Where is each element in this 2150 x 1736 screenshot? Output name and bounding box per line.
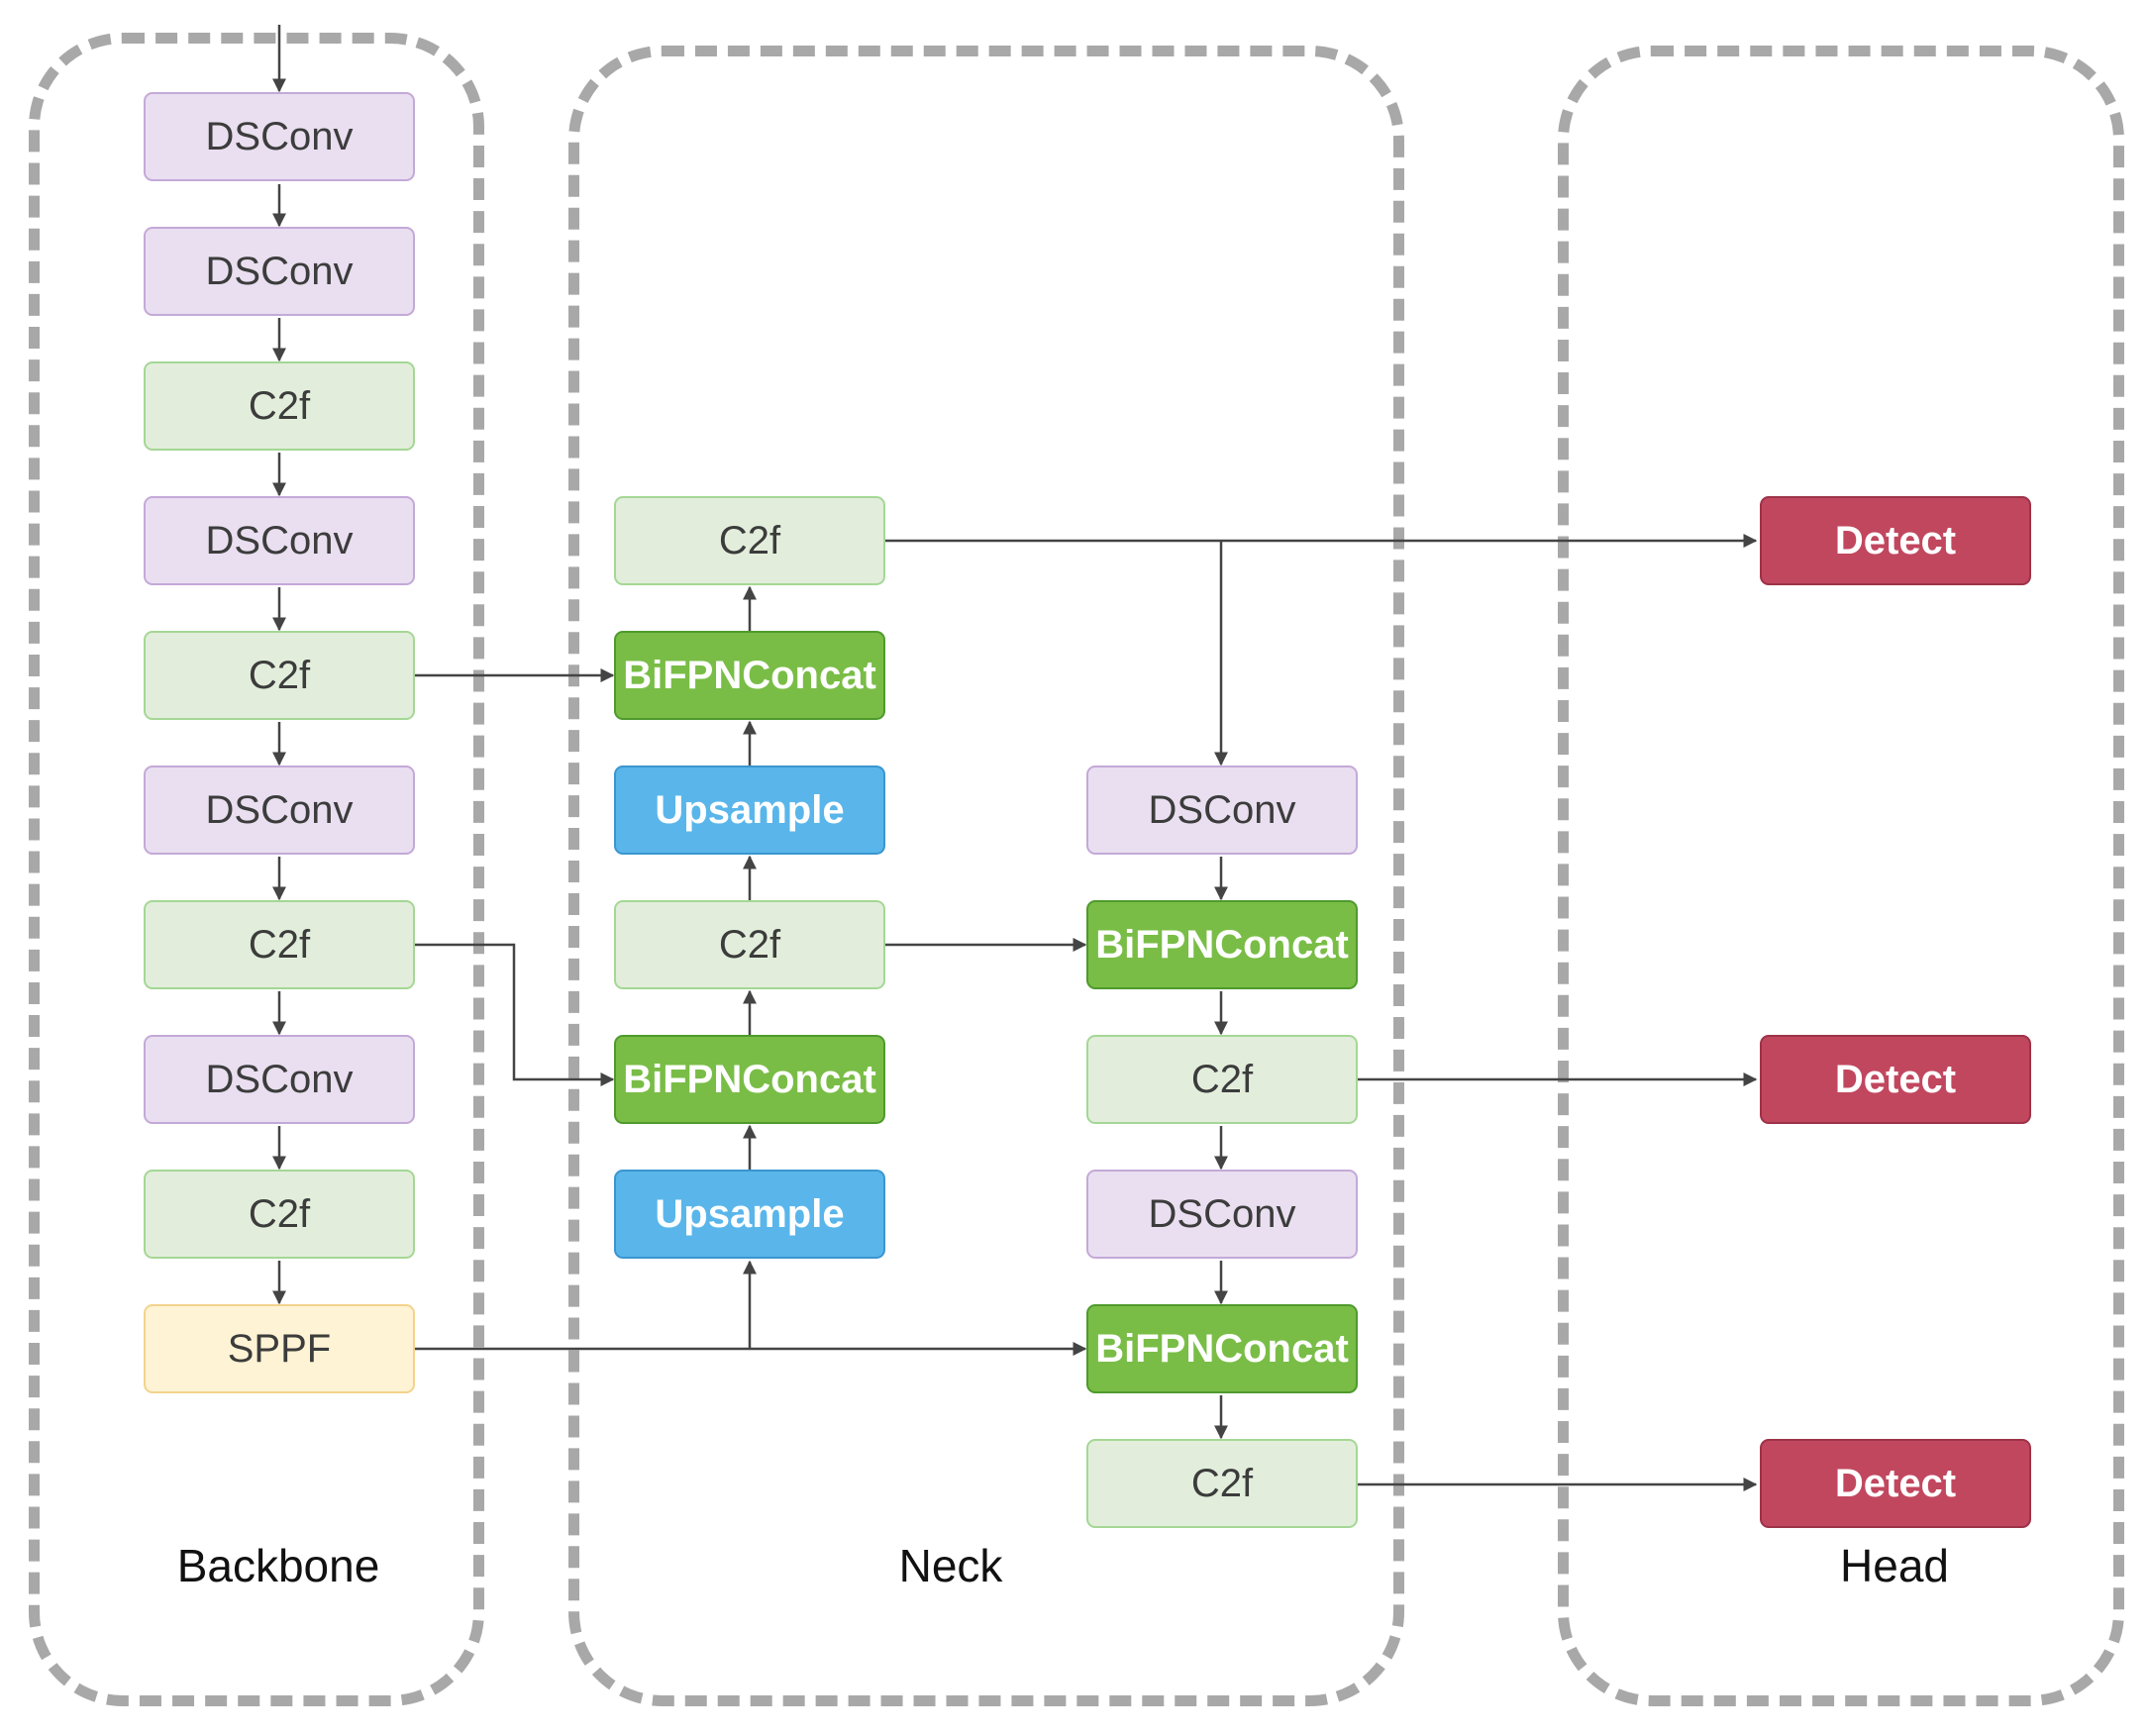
head-group: [1558, 46, 2124, 1706]
neck-dsconv-1: DSConv: [1086, 766, 1358, 855]
neck-c2f-3: C2f: [1086, 1439, 1358, 1528]
head-detect-1: Detect: [1760, 496, 2031, 585]
backbone-label: Backbone: [176, 1540, 380, 1591]
backbone-c2f-4: C2f: [144, 1170, 415, 1259]
neck-upsample-2: Upsample: [614, 1170, 885, 1259]
neck-upsample-1: Upsample: [614, 766, 885, 855]
backbone-dsconv-4: DSConv: [144, 766, 415, 855]
neck-bifpnconcat-2: BiFPNConcat: [614, 1035, 885, 1124]
neck-dsconv-2: DSConv: [1086, 1170, 1358, 1259]
neck-bifpnconcat-4: BiFPNConcat: [1086, 1304, 1358, 1393]
backbone-c2f-1: C2f: [144, 361, 415, 451]
head-detect-3: Detect: [1760, 1439, 2031, 1528]
head-detect-2: Detect: [1760, 1035, 2031, 1124]
neck-bifpnconcat-3: BiFPNConcat: [1086, 900, 1358, 989]
neck-group: [568, 46, 1404, 1706]
neck-label: Neck: [898, 1540, 1003, 1591]
neck-c2f-2: C2f: [1086, 1035, 1358, 1124]
backbone-c2f-2: C2f: [144, 631, 415, 720]
backbone-group: [29, 33, 484, 1706]
neck-c2f-top: C2f: [614, 496, 885, 585]
neck-c2f-mid: C2f: [614, 900, 885, 989]
backbone-dsconv-2: DSConv: [144, 227, 415, 316]
backbone-dsconv-5: DSConv: [144, 1035, 415, 1124]
arrow-c2f-to-bifpn2: [414, 943, 615, 1086]
backbone-sppf: SPPF: [144, 1304, 415, 1393]
neck-bifpnconcat-1: BiFPNConcat: [614, 631, 885, 720]
backbone-c2f-3: C2f: [144, 900, 415, 989]
backbone-dsconv-1: DSConv: [144, 92, 415, 181]
backbone-dsconv-3: DSConv: [144, 496, 415, 585]
head-label: Head: [1840, 1540, 1949, 1591]
